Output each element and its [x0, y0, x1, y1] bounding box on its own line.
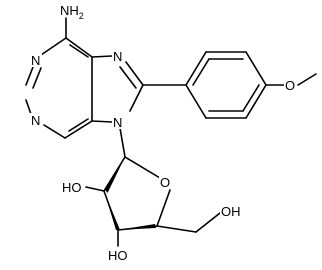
methoxy-oxygen-label: O	[285, 78, 295, 93]
n1-label: N	[31, 53, 40, 68]
stereo-wedges	[104, 157, 156, 230]
atom-labels: NH2 N N N N O O HO HO OH	[30, 3, 297, 263]
n3-label: N	[31, 113, 40, 128]
amine-label: NH2	[60, 3, 84, 21]
n9-label: N	[113, 115, 122, 130]
n7-label: N	[113, 49, 122, 64]
hydroxyl-5-label: OH	[221, 204, 241, 219]
ring-oxygen-label: O	[160, 175, 170, 190]
bond-lines	[25, 17, 317, 247]
hydroxyl-2-label: HO	[62, 180, 82, 195]
hydroxyl-3-label: HO	[108, 248, 128, 263]
